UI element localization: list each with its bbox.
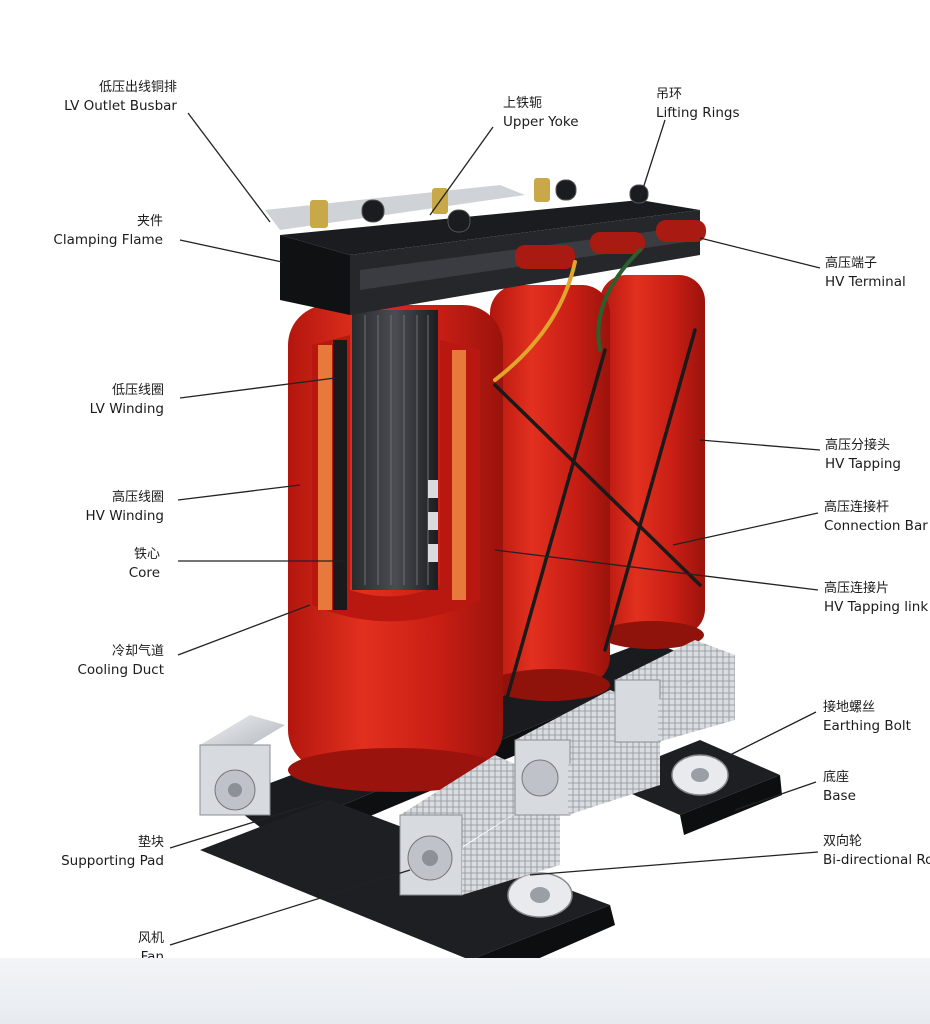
coil-back xyxy=(600,275,705,649)
hv-terminals xyxy=(515,220,706,269)
coil-middle xyxy=(490,285,610,701)
roller-wheels xyxy=(507,754,729,918)
fan-units xyxy=(199,640,735,896)
footer-band xyxy=(0,958,930,1024)
coil-front xyxy=(288,305,503,792)
leader-lines xyxy=(169,112,821,946)
connection-cables xyxy=(493,248,702,707)
